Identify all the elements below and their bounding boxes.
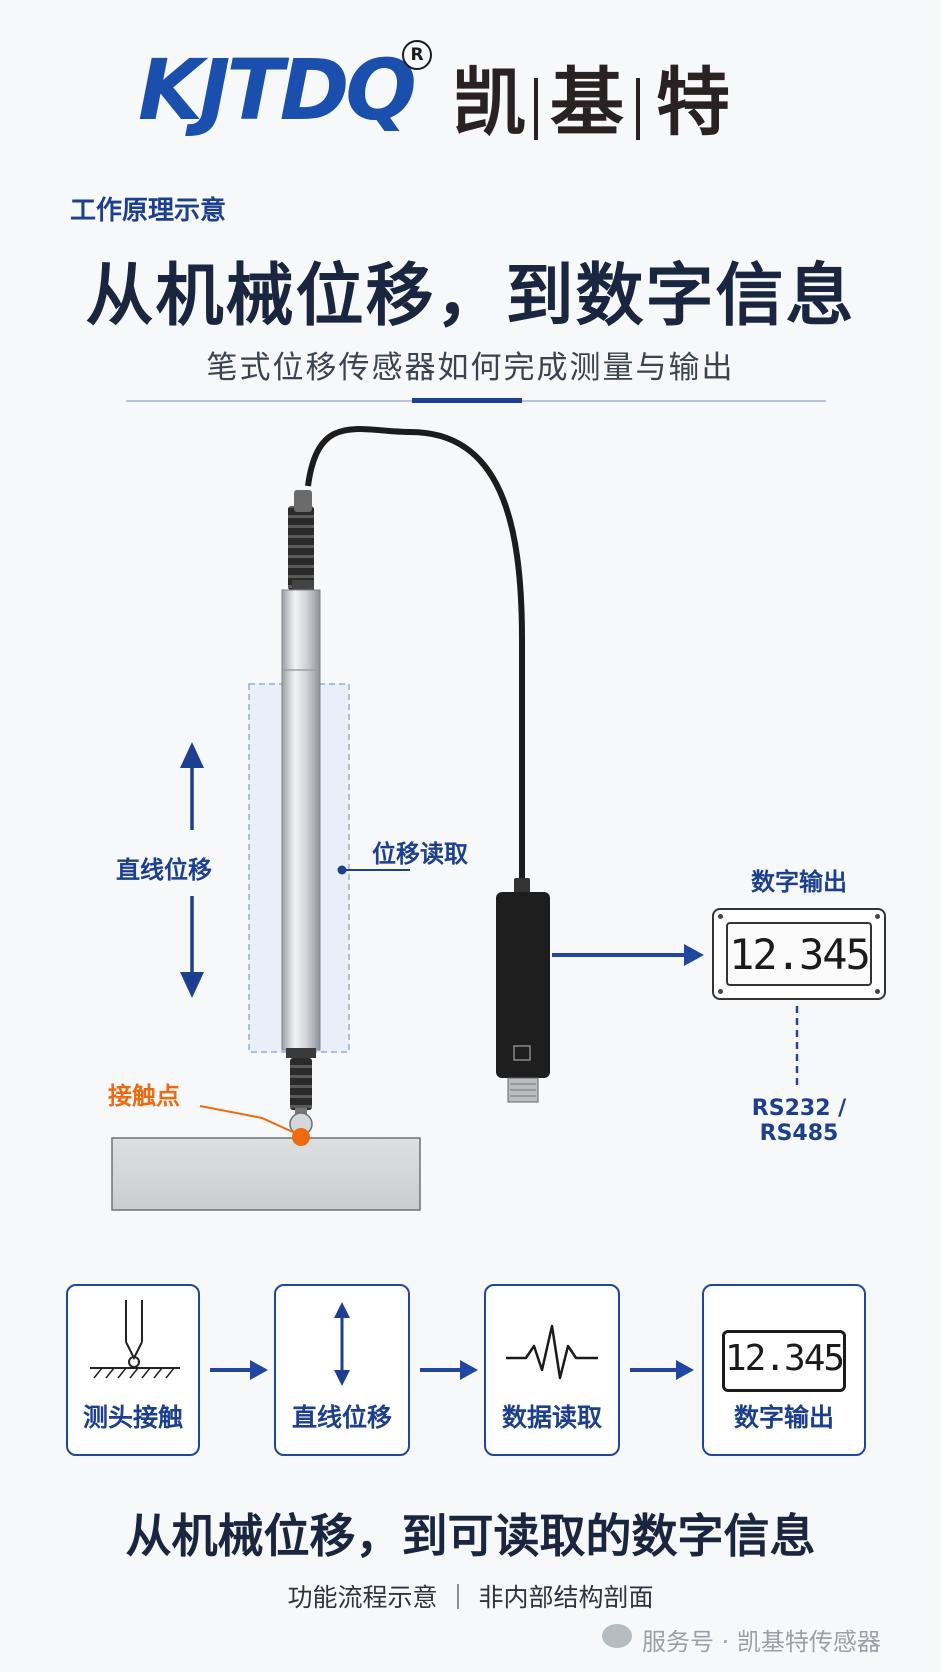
top-cap: [294, 490, 312, 512]
double-arrow-icon: [334, 1302, 350, 1386]
title-divider-accent: [412, 398, 522, 403]
arrow-down-icon: [180, 972, 204, 998]
sensor-cable: [305, 426, 525, 880]
flow-step-label: 数字输出: [733, 1403, 834, 1432]
sensor-diagram: [111, 426, 799, 1211]
logo-divider: [636, 78, 640, 140]
logo-cn-char-3: 特: [656, 60, 730, 146]
logo-cn-char-2: 基: [550, 60, 624, 146]
footer-note: 功能流程示意 ｜ 非内部结构剖面: [287, 1583, 654, 1612]
logo-divider: [534, 78, 538, 140]
page-subtitle: 笔式位移传感器如何完成测量与输出: [206, 350, 735, 386]
digital-output-label: 数字输出: [751, 868, 847, 896]
probe-contact-icon: [90, 1300, 180, 1379]
page-title: 从机械位移，到数字信息: [85, 257, 856, 336]
digital-display: 12.345: [712, 908, 886, 1000]
contact-point-label: 接触点: [108, 1082, 180, 1110]
flow-step-digital-output: 12.345 数字输出: [702, 1284, 866, 1456]
logo-latin-text: KJTDQ: [138, 41, 417, 139]
connector-module: [496, 892, 550, 1078]
wechat-icon: [602, 1624, 632, 1648]
flow-arrow-icon: [250, 1360, 268, 1380]
bottom-headline: 从机械位移，到可读取的数字信息: [125, 1509, 816, 1563]
output-arrow-icon: [684, 944, 704, 966]
flow-step-label: 数据读取: [501, 1403, 602, 1432]
bottom-bellow: [290, 1058, 312, 1110]
flow-arrows: [210, 1360, 694, 1380]
sensor-tube: [281, 589, 321, 1051]
flow-step-data-read: 数据读取: [484, 1284, 620, 1456]
flow-step-probe-contact: 测头接触: [66, 1284, 200, 1456]
workpiece-block: [111, 1137, 421, 1211]
watermark-text: 服务号 · 凯基特传感器: [642, 1628, 881, 1656]
flow-step-label: 直线位移: [291, 1403, 392, 1432]
contact-leader-line: [199, 1105, 296, 1134]
logo-cn-char-1: 凯: [452, 60, 526, 146]
section-kicker: 工作原理示意: [70, 196, 227, 226]
arrow-up-icon: [180, 742, 204, 768]
flow-step-linear-displacement: 直线位移: [274, 1284, 410, 1456]
linear-displacement-label: 直线位移: [116, 856, 212, 884]
registered-mark: R: [402, 40, 432, 70]
displacement-read-label: 位移读取: [372, 840, 468, 868]
top-bellow: [288, 506, 314, 590]
flow-step-label: 测头接触: [82, 1403, 183, 1432]
interface-label: RS232 / RS485: [751, 1096, 847, 1146]
contact-point-dot: [292, 1128, 310, 1146]
display-readout: 12.345: [726, 922, 872, 986]
waveform-icon: [506, 1324, 598, 1380]
flow-arrow-icon: [676, 1360, 694, 1380]
flow-arrow-icon: [460, 1360, 478, 1380]
digital-display-icon: 12.345: [722, 1330, 846, 1392]
